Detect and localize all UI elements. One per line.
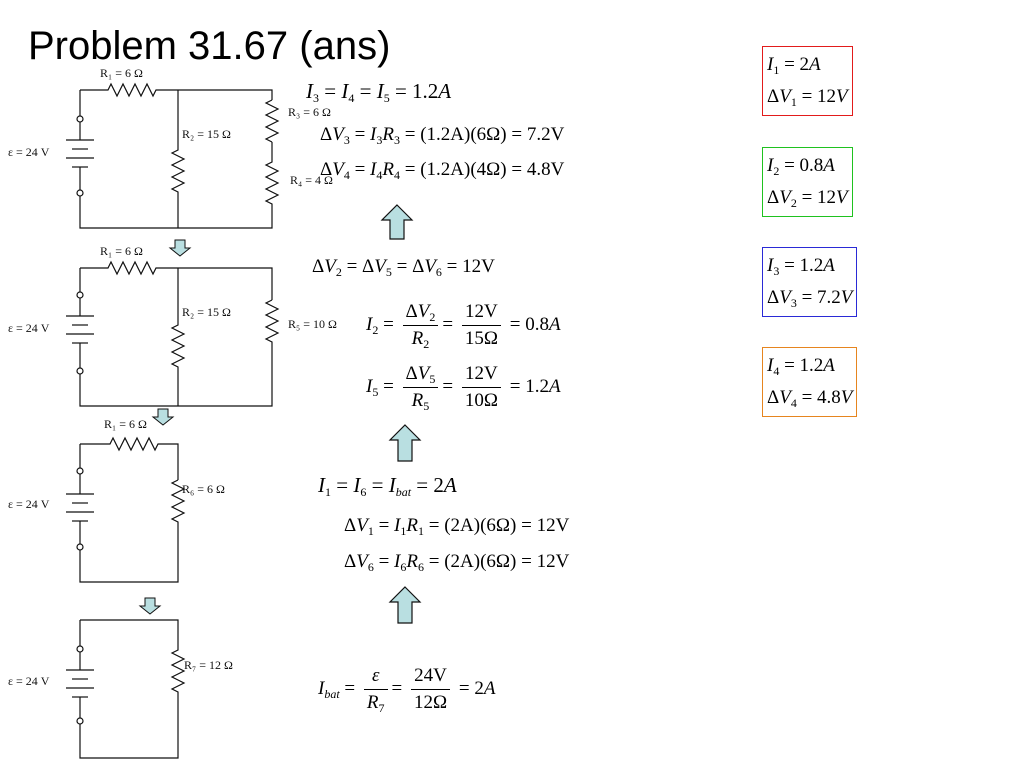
equation-i1-i6-ibat: I1 = I6 = Ibat = 2A [318,473,457,499]
up-arrow-icon [380,204,414,240]
equation-dv2-dv5-dv6: ΔV2 = ΔV5 = ΔV6 = 12V [312,256,495,279]
result-box-1: I1 = 2A ΔV1 = 12V [762,46,853,116]
down-arrow-icon [138,597,162,615]
up-arrow-icon [388,586,422,624]
c2-r1-label: R₁ = 6 Ω [100,244,143,258]
result-box-4: I4 = 1.2A ΔV4 = 4.8V [762,347,858,417]
c3-emf-label: ε = 24 V [8,497,50,511]
circuit-4 [66,619,186,759]
c1-r1-label: R₁ = 6 Ω [100,66,143,80]
equation-dv4: ΔV4 = I4R4 = (1.2A)(4Ω) = 4.8V [320,159,565,182]
equation-dv6: ΔV6 = I6R6 = (2A)(6Ω) = 12V [344,551,570,574]
c4-emf-label: ε = 24 V [8,674,50,688]
down-arrow-icon [151,408,175,426]
c1-emf-label: ε = 24 V [8,145,50,159]
equation-dv1: ΔV1 = I1R1 = (2A)(6Ω) = 12V [344,515,570,538]
page-title: Problem 31.67 (ans) [28,24,391,68]
c1-r3-label: R₃ = 6 Ω [288,105,331,119]
circuit-1 [66,82,280,229]
c3-r1-label: R₁ = 6 Ω [104,417,147,431]
circuit-3 [66,436,186,583]
result-box-3: I3 = 1.2A ΔV3 = 7.2V [762,247,858,317]
up-arrow-icon [388,424,422,462]
equation-dv3: ΔV3 = I3R3 = (1.2A)(6Ω) = 7.2V [320,124,565,147]
c2-r5-label: R₅ = 10 Ω [288,317,337,331]
circuit-2 [66,260,280,407]
equation-i3-i4-i5: I3 = I4 = I5 = 1.2A [306,79,452,105]
result-box-2: I2 = 0.8A ΔV2 = 12V [762,147,853,217]
down-arrows [138,239,192,615]
c4-r7-label: R₇ = 12 Ω [184,658,233,672]
c1-r4-label: R₄ = 4 Ω [290,173,333,187]
c1-r2-label: R₂ = 15 Ω [182,127,231,141]
c2-r2-label: R₂ = 15 Ω [182,305,231,319]
c3-r6-label: R₆ = 6 Ω [182,482,225,496]
c2-emf-label: ε = 24 V [8,321,50,335]
down-arrow-icon [168,239,192,257]
